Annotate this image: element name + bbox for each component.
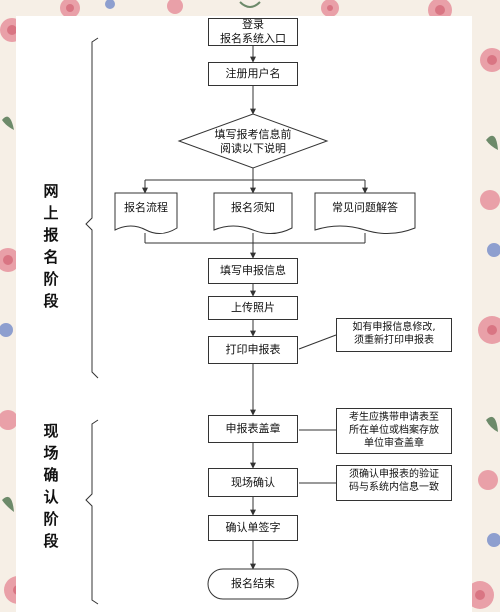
note-modify-line: 须重新打印申报表 bbox=[354, 335, 434, 346]
step-stamp-form: 申报表盖章 bbox=[208, 415, 298, 443]
stage-char: 认 bbox=[43, 488, 59, 506]
note-stamp-line: 单位审查盖章 bbox=[364, 438, 424, 449]
stage-char: 现 bbox=[43, 422, 59, 440]
note-modify: 如有申报信息修改, 须重新打印申报表 bbox=[336, 318, 452, 352]
note-verify: 须确认申报表的验证 码与系统内信息一致 bbox=[336, 465, 452, 501]
step-print-form: 打印申报表 bbox=[208, 336, 298, 364]
stage-char: 阶 bbox=[43, 270, 59, 288]
step-upload-photo: 上传照片 bbox=[208, 296, 298, 320]
doc-notice-label: 报名须知 bbox=[231, 201, 275, 214]
stage-char: 报 bbox=[43, 226, 59, 244]
stage-char: 场 bbox=[43, 444, 59, 462]
doc-faq-label: 常见问题解答 bbox=[332, 201, 398, 214]
step-read-notes-line: 阅读以下说明 bbox=[220, 142, 286, 155]
step-fill-info: 填写申报信息 bbox=[208, 258, 298, 284]
step-login-line: 登录 bbox=[242, 18, 264, 31]
stage-char: 段 bbox=[43, 292, 59, 310]
note-verify-line: 须确认申报表的验证 bbox=[349, 469, 439, 480]
stage-char: 段 bbox=[43, 532, 59, 550]
note-verify-line: 码与系统内信息一致 bbox=[349, 482, 439, 493]
step-login: 登录 报名系统入口 bbox=[208, 18, 298, 46]
decision-diamond bbox=[177, 113, 329, 169]
stage-char: 确 bbox=[43, 466, 59, 484]
stage-label-online: 网 上 报 名 阶 段 bbox=[40, 180, 62, 312]
doc-process-label: 报名流程 bbox=[124, 201, 168, 214]
stage-char: 名 bbox=[43, 248, 59, 266]
doc-shape-process bbox=[114, 192, 178, 234]
step-login-line: 报名系统入口 bbox=[220, 32, 286, 45]
terminal-shape bbox=[207, 568, 299, 600]
step-onsite-confirm: 现场确认 bbox=[208, 468, 298, 497]
step-register: 注册用户名 bbox=[208, 62, 298, 86]
step-sign-confirm: 确认单签字 bbox=[208, 515, 298, 541]
stage-char: 阶 bbox=[43, 510, 59, 528]
note-stamp-line: 考生应携带申请表至 bbox=[349, 412, 439, 423]
step-finish: 报名结束 bbox=[231, 577, 275, 590]
step-read-notes-line: 填写报考信息前 bbox=[214, 128, 292, 141]
doc-shape-faq bbox=[314, 192, 416, 234]
note-stamp: 考生应携带申请表至 所在单位或档案存放 单位审查盖章 bbox=[336, 408, 452, 454]
note-stamp-line: 所在单位或档案存放 bbox=[349, 425, 439, 436]
step-read-notes: 填写报考信息前 阅读以下说明 bbox=[195, 128, 311, 156]
doc-shape-notice bbox=[213, 192, 293, 234]
note-modify-line: 如有申报信息修改, bbox=[352, 322, 436, 333]
stage-label-onsite: 现 场 确 认 阶 段 bbox=[40, 420, 62, 552]
stage-char: 上 bbox=[43, 204, 59, 222]
stage-char: 网 bbox=[43, 182, 59, 200]
